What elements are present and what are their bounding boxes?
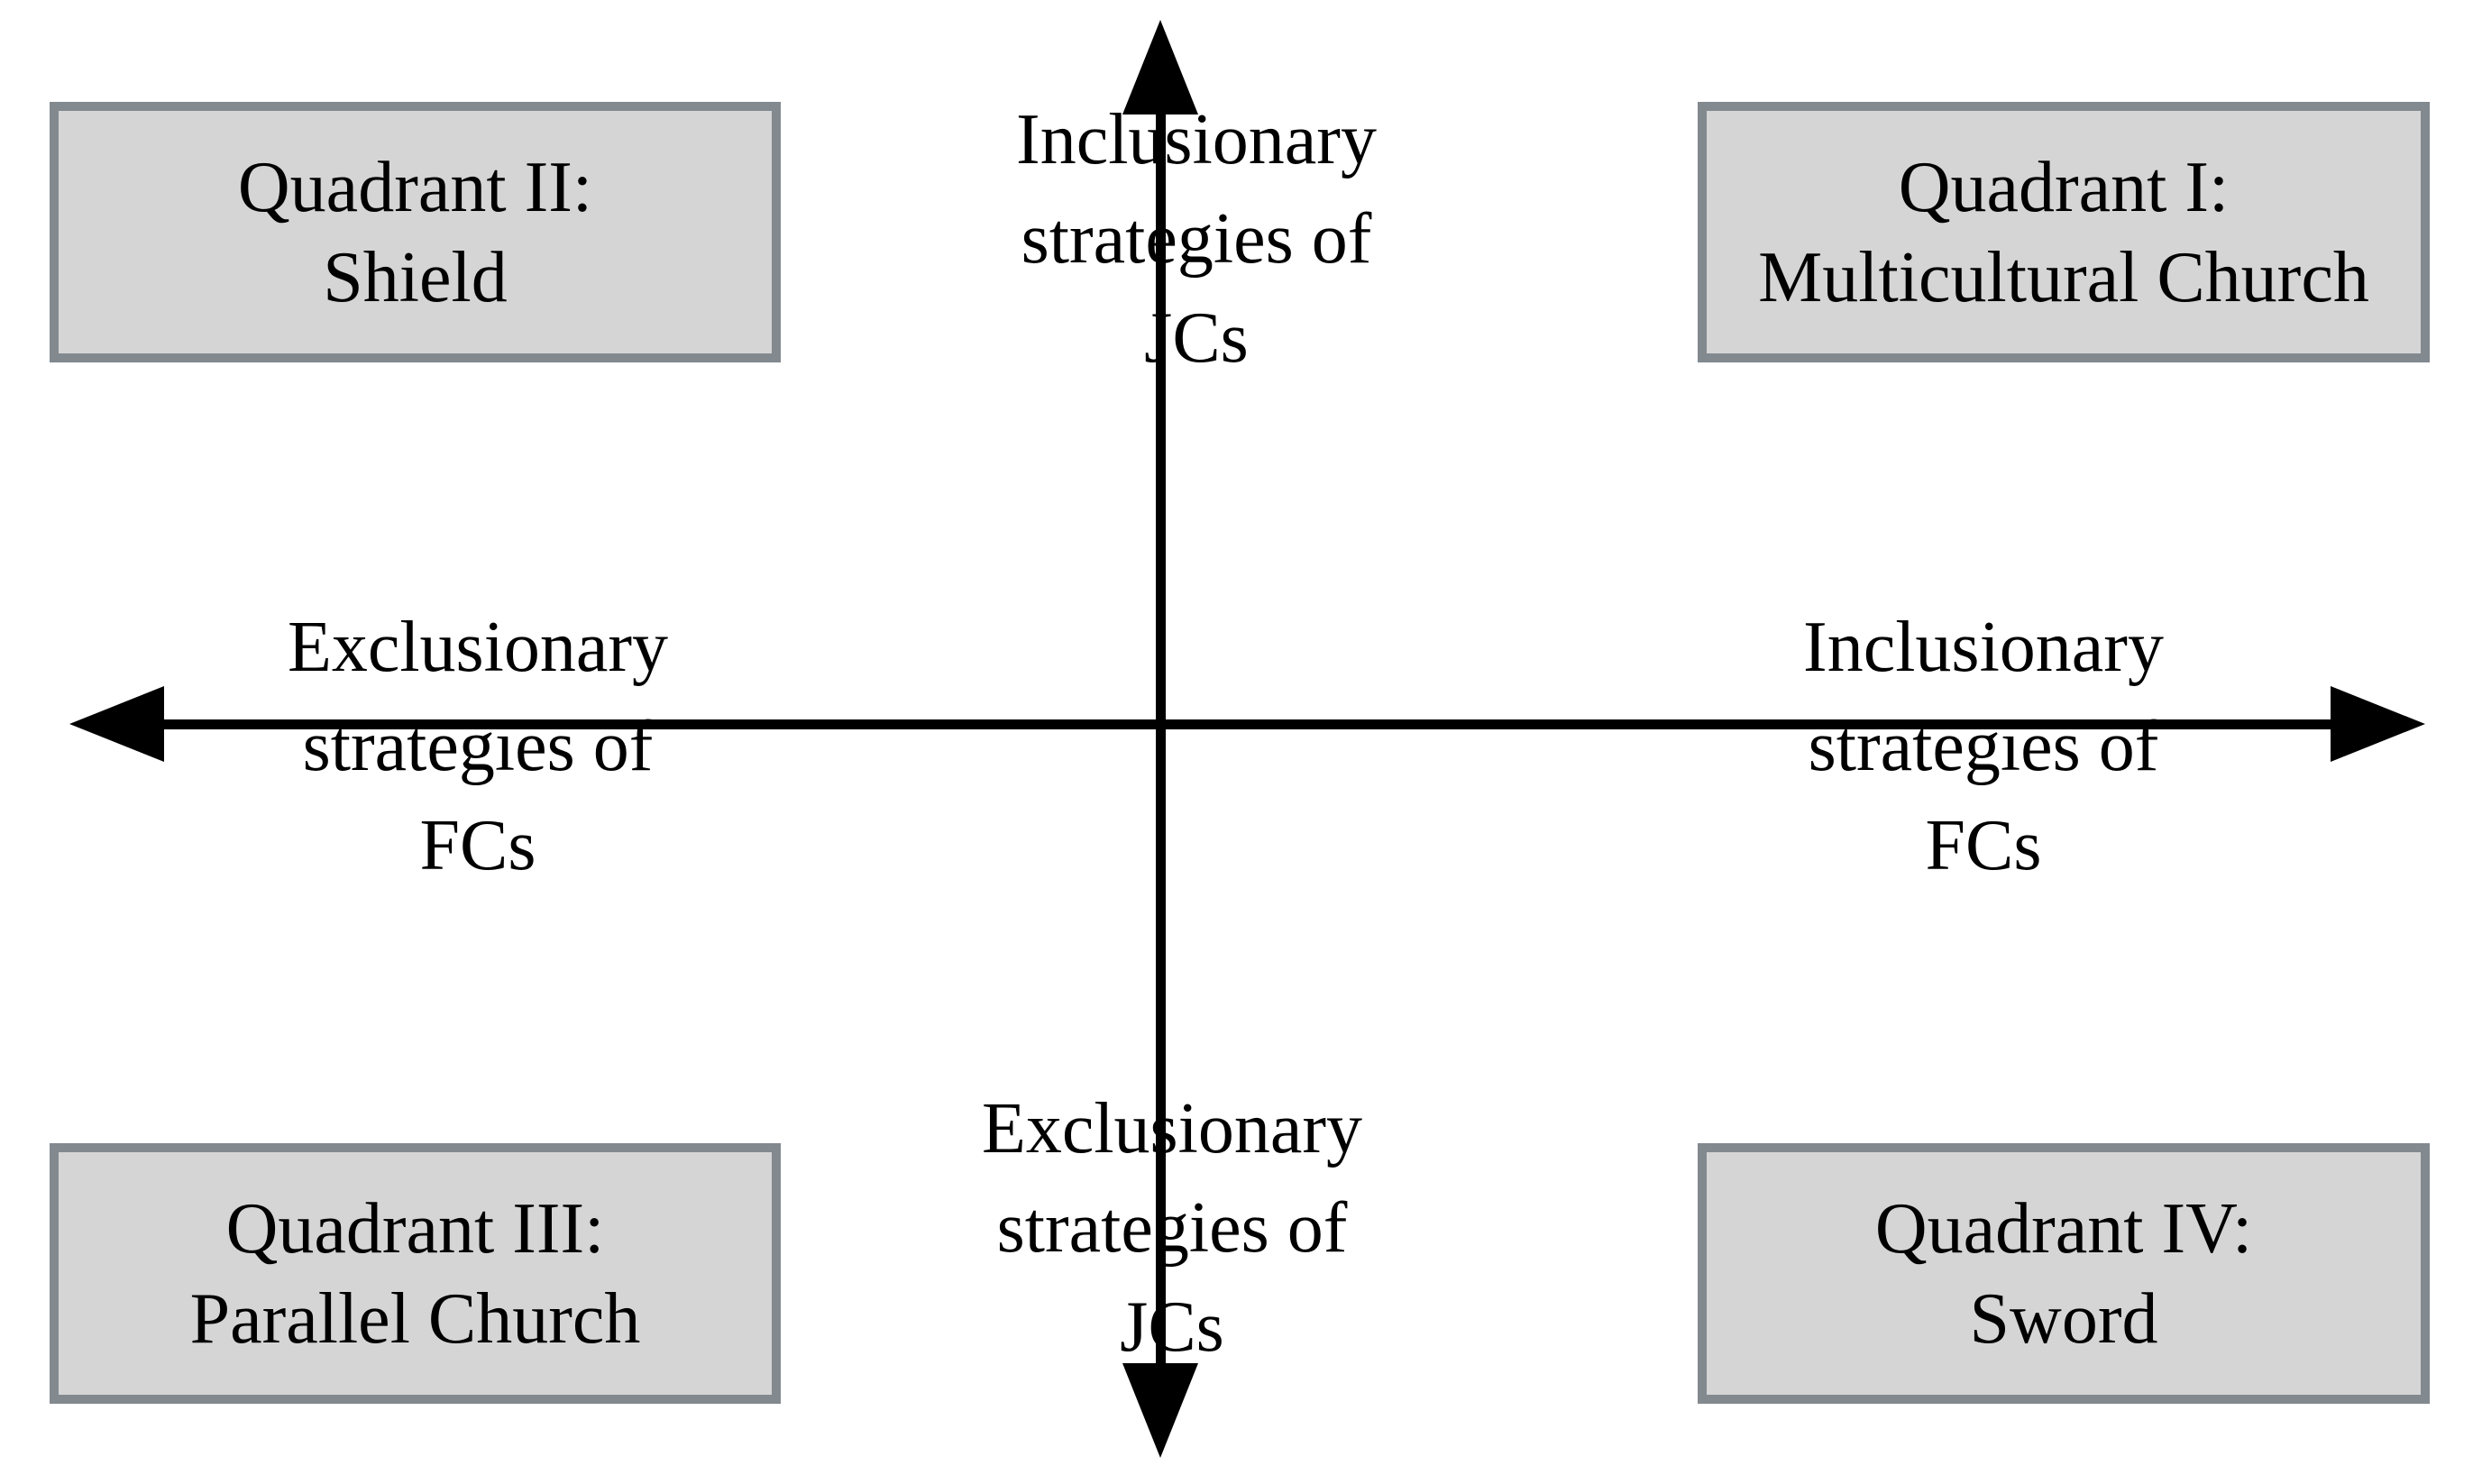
quadrant-i-subtitle: Multicultural Church <box>1758 237 2369 317</box>
y-axis-positive-label-line: JCs <box>1144 298 1249 378</box>
quadrant-ii-title: Quadrant II: <box>237 147 593 227</box>
horizontal-axis-line <box>117 719 2344 729</box>
vertical-axis-line <box>1156 90 1166 1379</box>
y-axis-negative-label-line: Exclusionary <box>981 1089 1363 1168</box>
y-axis-positive-label: Inclusionary strategies of JCs <box>1016 90 1377 388</box>
quadrant-box-iv: Quadrant IV: Sword <box>1698 1143 2430 1404</box>
x-axis-negative-label-line: strategies of <box>302 707 654 786</box>
y-axis-negative-label: Exclusionary strategies of JCs <box>982 1079 1362 1377</box>
arrow-up-icon <box>1122 20 1198 115</box>
quadrant-iv-title: Quadrant IV: <box>1874 1188 2253 1269</box>
arrow-down-icon <box>1122 1363 1198 1458</box>
y-axis-positive-label-line: strategies of <box>1021 199 1372 279</box>
x-axis-positive-label-line: FCs <box>1925 806 2042 885</box>
quadrant-box-iii: Quadrant III: Parallel Church <box>50 1143 781 1404</box>
x-axis-positive-label: Inclusionary strategies of FCs <box>1803 598 2164 895</box>
quadrant-box-ii: Quadrant II: Shield <box>50 102 781 362</box>
arrow-left-icon <box>69 686 164 762</box>
quadrant-iii-title: Quadrant III: <box>225 1188 605 1269</box>
y-axis-negative-label-line: JCs <box>1120 1287 1224 1367</box>
quadrant-box-i: Quadrant I: Multicultural Church <box>1698 102 2430 362</box>
arrow-right-icon <box>2331 686 2425 762</box>
x-axis-positive-label-line: strategies of <box>1808 707 2159 786</box>
x-axis-negative-label-line: Exclusionary <box>287 608 669 687</box>
quadrant-iv-subtitle: Sword <box>1969 1278 2158 1359</box>
quadrant-iii-subtitle: Parallel Church <box>189 1278 641 1359</box>
y-axis-negative-label-line: strategies of <box>996 1188 1348 1268</box>
x-axis-negative-label: Exclusionary strategies of FCs <box>288 598 668 895</box>
x-axis-negative-label-line: FCs <box>419 806 536 885</box>
quadrant-ii-subtitle: Shield <box>323 237 508 317</box>
x-axis-positive-label-line: Inclusionary <box>1803 608 2164 687</box>
quadrant-i-title: Quadrant I: <box>1898 147 2230 227</box>
